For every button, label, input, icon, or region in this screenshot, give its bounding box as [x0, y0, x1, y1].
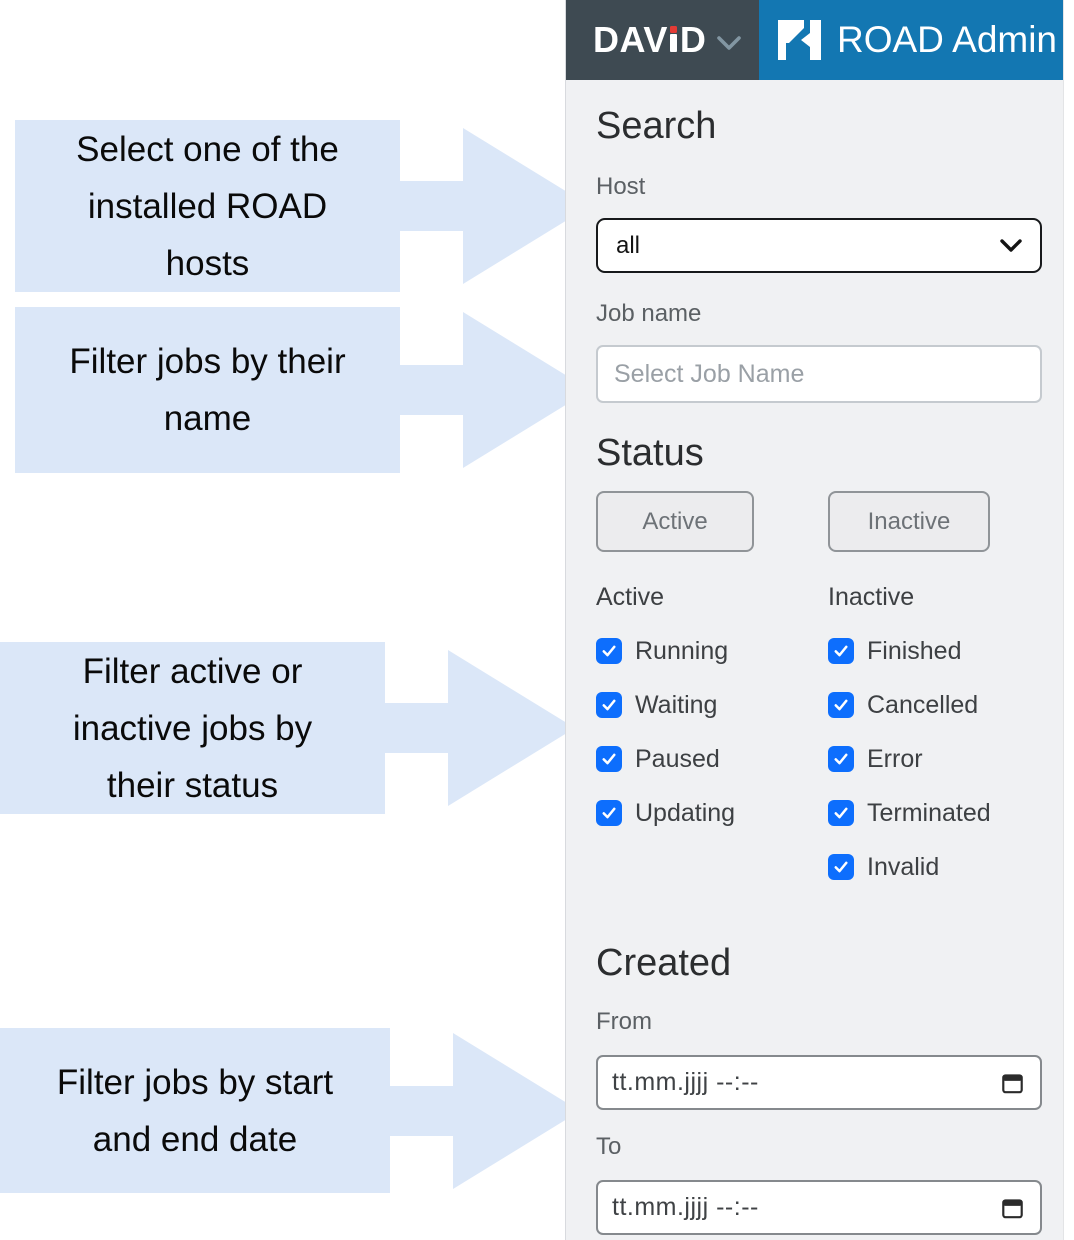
david-logo-i [669, 26, 678, 52]
callout-select-host: Select one of the installed ROAD hosts [15, 120, 590, 292]
checkbox-row-invalid: Invalid [828, 853, 1042, 881]
calendar-icon[interactable] [999, 1070, 1026, 1096]
inactive-checkbox-column: Finished Cancelled Error Terminated [828, 637, 1042, 907]
app-title: ROAD Admin [837, 19, 1058, 60]
search-heading: Search [596, 105, 717, 147]
check-icon [834, 861, 848, 873]
inactive-button[interactable]: Inactive [828, 491, 990, 552]
road-logo-icon [778, 20, 821, 60]
chevron-down-icon [717, 35, 742, 50]
job-name-placeholder: Select Job Name [614, 359, 805, 388]
checkbox-label: Paused [635, 744, 720, 773]
callout-select-host-text: Select one of the installed ROAD hosts [15, 120, 400, 292]
from-date-input[interactable]: tt.mm.jjjj --:-- [596, 1055, 1042, 1110]
arrow-right-icon [400, 128, 590, 284]
checkbox-label: Error [867, 744, 923, 773]
check-icon [834, 645, 848, 657]
callout-filter-dates: Filter jobs by start and end date [0, 1028, 580, 1193]
callout-filter-status-text: Filter active or inactive jobs by their … [0, 642, 385, 814]
from-label: From [596, 1008, 652, 1035]
arrow-right-icon [390, 1032, 580, 1189]
check-icon [834, 699, 848, 711]
job-name-label: Job name [596, 300, 702, 327]
panel-content: Search Host all Job name Select Job Name… [566, 104, 1063, 1235]
from-date-value: tt.mm.jjjj --:-- [612, 1068, 759, 1096]
callout-filter-status: Filter active or inactive jobs by their … [0, 642, 575, 814]
to-date-input[interactable]: tt.mm.jjjj --:-- [596, 1180, 1042, 1235]
checkbox-error[interactable] [828, 746, 854, 772]
checkbox-row-cancelled: Cancelled [828, 691, 1042, 719]
check-icon [834, 753, 848, 765]
check-icon [602, 699, 616, 711]
check-icon [602, 645, 616, 657]
checkbox-running[interactable] [596, 638, 622, 664]
checkbox-label: Terminated [867, 798, 991, 827]
arrow-right-icon [400, 312, 590, 468]
checkbox-invalid[interactable] [828, 854, 854, 880]
job-name-input[interactable]: Select Job Name [596, 345, 1042, 403]
checkbox-updating[interactable] [596, 800, 622, 826]
status-checkbox-grid: Running Waiting Paused Updating [596, 637, 1042, 907]
checkbox-terminated[interactable] [828, 800, 854, 826]
status-heading: Status [596, 432, 704, 474]
checkbox-label: Running [635, 636, 729, 665]
to-date-value: tt.mm.jjjj --:-- [612, 1193, 759, 1221]
checkbox-row-error: Error [828, 745, 1042, 773]
check-icon [834, 807, 848, 819]
callout-filter-name: Filter jobs by their name [15, 307, 590, 473]
checkbox-finished[interactable] [828, 638, 854, 664]
checkbox-row-finished: Finished [828, 637, 1042, 665]
status-button-row: Active Inactive [596, 491, 1042, 552]
checkbox-paused[interactable] [596, 746, 622, 772]
active-group-label: Active [596, 583, 665, 611]
check-icon [602, 753, 616, 765]
checkbox-row-terminated: Terminated [828, 799, 1042, 827]
host-label: Host [596, 173, 646, 200]
to-label: To [596, 1133, 622, 1160]
calendar-icon[interactable] [999, 1195, 1026, 1221]
checkbox-label: Waiting [635, 690, 718, 719]
chevron-down-icon [1000, 239, 1022, 252]
checkbox-label: Invalid [867, 852, 940, 881]
status-group-labels: Active Inactive [596, 582, 1042, 612]
checkbox-waiting[interactable] [596, 692, 622, 718]
checkbox-label: Updating [635, 798, 736, 827]
host-select[interactable]: all [596, 218, 1042, 273]
active-checkbox-column: Running Waiting Paused Updating [596, 637, 828, 907]
checkbox-row-updating: Updating [596, 799, 828, 827]
callout-filter-dates-text: Filter jobs by start and end date [0, 1028, 390, 1193]
check-icon [602, 807, 616, 819]
checkbox-row-waiting: Waiting [596, 691, 828, 719]
checkbox-label: Cancelled [867, 690, 979, 719]
checkbox-row-running: Running [596, 637, 828, 665]
checkbox-label: Finished [867, 636, 962, 665]
checkbox-cancelled[interactable] [828, 692, 854, 718]
arrow-right-icon [385, 650, 575, 806]
callout-filter-name-text: Filter jobs by their name [15, 307, 400, 473]
active-button[interactable]: Active [596, 491, 754, 552]
road-admin-header: ROAD Admin [759, 0, 1063, 80]
created-heading: Created [596, 942, 732, 984]
inactive-group-label: Inactive [828, 583, 915, 611]
host-select-value: all [616, 231, 641, 259]
checkbox-row-paused: Paused [596, 745, 828, 773]
